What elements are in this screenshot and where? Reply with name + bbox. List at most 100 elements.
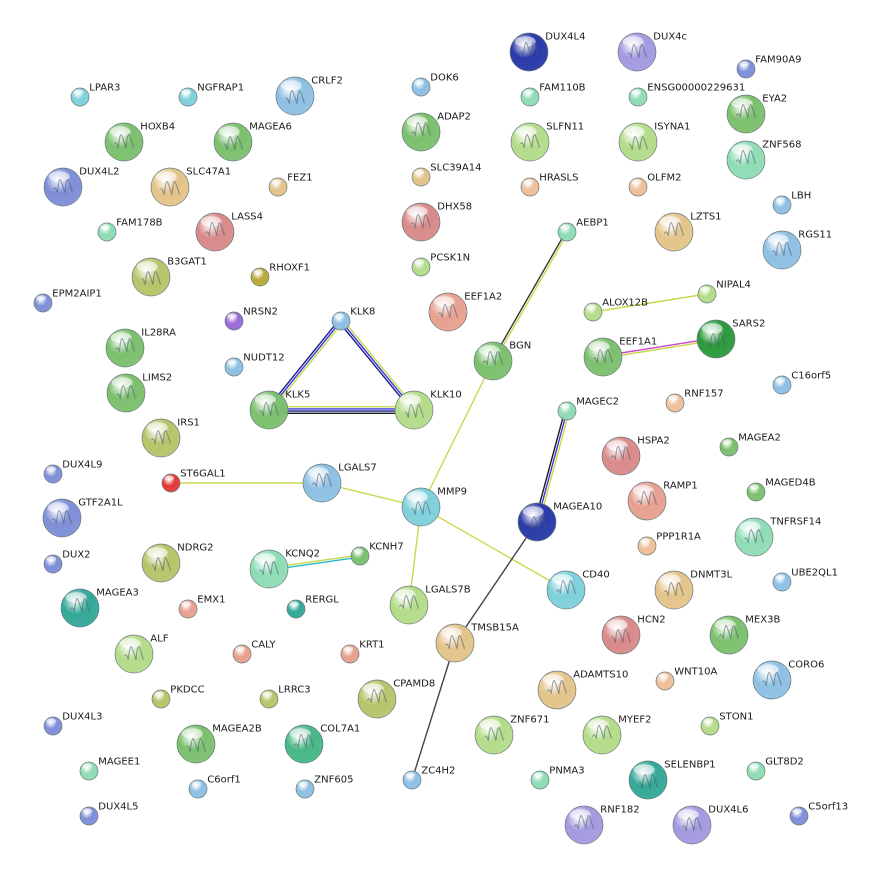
node-DUX4c[interactable]: DUX4c: [617, 32, 687, 72]
node-KCNQ2[interactable]: KCNQ2: [249, 549, 320, 589]
node-RERGL[interactable]: RERGL: [286, 595, 339, 619]
node-BGN[interactable]: BGN: [473, 341, 531, 381]
node-DOK6[interactable]: DOK6: [411, 73, 459, 97]
node-CPAMD8[interactable]: CPAMD8: [357, 679, 435, 719]
node-MAGED4B[interactable]: MAGED4B: [746, 478, 816, 502]
node-EEF1A2[interactable]: EEF1A2: [428, 292, 502, 332]
node-LBH[interactable]: LBH: [772, 191, 811, 215]
node-IL28RA[interactable]: IL28RA: [105, 328, 176, 368]
node-ZNF568[interactable]: ZNF568: [726, 140, 801, 180]
node-LZTS1[interactable]: LZTS1: [654, 212, 722, 252]
node-DUX4L2[interactable]: DUX4L2: [43, 167, 119, 207]
node-SLC47A1[interactable]: SLC47A1: [150, 167, 231, 207]
node-RNF182[interactable]: RNF182: [564, 805, 640, 845]
node-PNMA3[interactable]: PNMA3: [530, 766, 585, 790]
node-C5orf13[interactable]: C5orf13: [789, 802, 848, 826]
node-NGFRAP1[interactable]: NGFRAP1: [178, 83, 244, 107]
node-MAGEA6[interactable]: MAGEA6: [213, 122, 292, 162]
node-TMSB15A[interactable]: TMSB15A: [435, 623, 519, 663]
node-ALF[interactable]: ALF: [114, 634, 169, 674]
node-NRSN2[interactable]: NRSN2: [224, 307, 278, 331]
node-DUX4L9[interactable]: DUX4L9: [43, 460, 102, 484]
node-ZNF605[interactable]: ZNF605: [295, 775, 353, 799]
node-LRRC3[interactable]: LRRC3: [259, 685, 311, 709]
node-NIPAL4[interactable]: NIPAL4: [697, 280, 751, 304]
node-PKDCC[interactable]: PKDCC: [151, 685, 205, 709]
node-LPAR3[interactable]: LPAR3: [70, 83, 120, 107]
node-ZNF671[interactable]: ZNF671: [474, 715, 549, 755]
node-LGALS7B[interactable]: LGALS7B: [389, 585, 471, 625]
node-MAGEC2[interactable]: MAGEC2: [557, 397, 619, 421]
node-EMX1[interactable]: EMX1: [178, 595, 225, 619]
node-ALOX12B[interactable]: ALOX12B: [583, 298, 648, 322]
node-MAGEE1[interactable]: MAGEE1: [79, 757, 140, 781]
node-UBE2QL1[interactable]: UBE2QL1: [772, 568, 838, 592]
node-MEX3B[interactable]: MEX3B: [709, 615, 780, 655]
node-CALY[interactable]: CALY: [232, 640, 276, 664]
node-HOXB4[interactable]: HOXB4: [104, 122, 175, 162]
node-ISYNA1[interactable]: ISYNA1: [618, 122, 690, 162]
node-ADAP2[interactable]: ADAP2: [401, 112, 471, 152]
node-DUX4L4[interactable]: DUX4L4: [509, 32, 585, 72]
node-CD40[interactable]: CD40: [546, 570, 610, 610]
node-WNT10A[interactable]: WNT10A: [655, 667, 718, 691]
node-LIMS2[interactable]: LIMS2: [106, 373, 172, 413]
node-EEF1A1[interactable]: EEF1A1: [583, 337, 657, 377]
node-B3GAT1[interactable]: B3GAT1: [131, 257, 207, 297]
node-STON1[interactable]: STON1: [700, 712, 753, 736]
node-MAGEA2[interactable]: MAGEA2: [719, 433, 781, 457]
node-KCNH7[interactable]: KCNH7: [350, 542, 404, 566]
node-MYEF2[interactable]: MYEF2: [582, 715, 651, 755]
node-TNFRSF14[interactable]: TNFRSF14: [734, 517, 821, 557]
node-EYA2[interactable]: EYA2: [726, 94, 787, 134]
node-DUX4L5[interactable]: DUX4L5: [79, 802, 138, 826]
node-RHOXF1[interactable]: RHOXF1: [250, 263, 310, 287]
node-DUX4L3[interactable]: DUX4L3: [43, 712, 102, 736]
node-RGS11[interactable]: RGS11: [762, 230, 832, 270]
node-PPP1R1A[interactable]: PPP1R1A: [637, 532, 701, 556]
node-MMP9[interactable]: MMP9: [401, 487, 467, 527]
node-FAM110B[interactable]: FAM110B: [520, 83, 586, 107]
node-C16orf5[interactable]: C16orf5: [772, 371, 831, 395]
node-ENSG00000229631[interactable]: ENSG00000229631: [628, 83, 745, 107]
node-ST6GAL1[interactable]: ST6GAL1: [161, 469, 226, 493]
node-GLT8D2[interactable]: GLT8D2: [746, 757, 804, 781]
node-CORO6[interactable]: CORO6: [752, 660, 824, 700]
node-CRLF2[interactable]: CRLF2: [275, 76, 343, 116]
node-HSPA2[interactable]: HSPA2: [601, 436, 670, 476]
node-MAGEA10[interactable]: MAGEA10: [517, 502, 602, 542]
node-KRT1[interactable]: KRT1: [340, 640, 385, 664]
node-RAMP1[interactable]: RAMP1: [627, 481, 698, 521]
node-MAGEA3[interactable]: MAGEA3: [60, 588, 139, 628]
node-KLK5[interactable]: KLK5: [249, 390, 310, 430]
node-ZC4H2[interactable]: ZC4H2: [402, 766, 455, 790]
node-MAGEA2B[interactable]: MAGEA2B: [176, 724, 262, 764]
node-NDRG2[interactable]: NDRG2: [141, 543, 214, 583]
node-OLFM2[interactable]: OLFM2: [628, 173, 681, 197]
node-FEZ1[interactable]: FEZ1: [268, 173, 313, 197]
node-DUX4L6[interactable]: DUX4L6: [672, 805, 748, 845]
node-SELENBP1[interactable]: SELENBP1: [628, 760, 716, 800]
node-KLK10[interactable]: KLK10: [394, 390, 462, 430]
node-GTF2A1L[interactable]: GTF2A1L: [42, 498, 123, 538]
node-HCN2[interactable]: HCN2: [601, 615, 666, 655]
node-AEBP1[interactable]: AEBP1: [557, 218, 609, 242]
node-SARS2[interactable]: SARS2: [696, 319, 765, 359]
node-EPM2AIP1[interactable]: EPM2AIP1: [33, 289, 102, 313]
node-LGALS7[interactable]: LGALS7: [302, 463, 377, 503]
node-KLK8[interactable]: KLK8: [331, 307, 375, 331]
node-SLC39A14[interactable]: SLC39A14: [411, 163, 482, 187]
node-DHX58[interactable]: DHX58: [401, 202, 472, 242]
node-HRASLS[interactable]: HRASLS: [520, 173, 578, 197]
node-FAM90A9[interactable]: FAM90A9: [736, 55, 802, 79]
node-NUDT12[interactable]: NUDT12: [224, 353, 285, 377]
node-DUX2[interactable]: DUX2: [43, 550, 91, 574]
node-C6orf1[interactable]: C6orf1: [188, 775, 241, 799]
node-FAM178B[interactable]: FAM178B: [97, 218, 163, 242]
node-LASS4[interactable]: LASS4: [195, 212, 263, 252]
node-SLFN11[interactable]: SLFN11: [510, 122, 584, 162]
node-DNMT3L[interactable]: DNMT3L: [654, 570, 733, 610]
node-COL7A1[interactable]: COL7A1: [284, 724, 360, 764]
node-ADAMTS10[interactable]: ADAMTS10: [537, 670, 628, 710]
node-IRS1[interactable]: IRS1: [141, 418, 200, 458]
